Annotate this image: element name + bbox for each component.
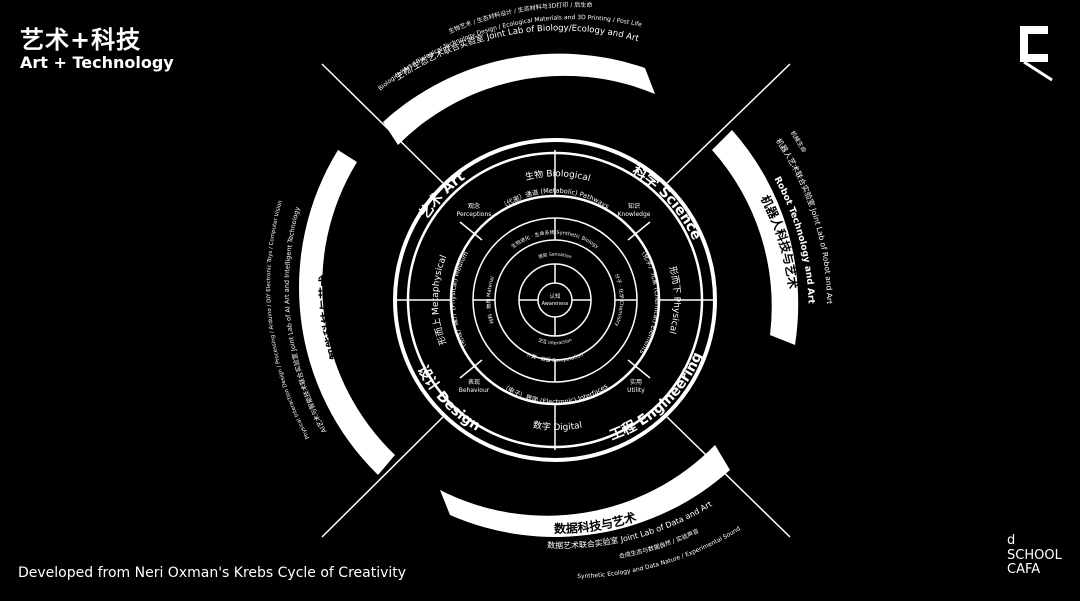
ring2-art-en: Perceptions (457, 211, 492, 218)
ring3-right: （化学）元素 (Chemical) Elements (637, 246, 661, 356)
ring2-eng-en: Utility (627, 387, 645, 394)
page-title-en: Art + Technology (20, 53, 174, 72)
ring5-top: 感知 Sensation (537, 251, 572, 260)
cross-dividers (395, 150, 715, 450)
lab-robot-sub: 机械生命 (789, 129, 808, 154)
lab-biotech: 生物科技与艺术 生物/生态艺术联合实验室 Joint Lab of Biolog… (377, 1, 655, 145)
ring2-digital: 数字 Digital (532, 419, 583, 433)
ring2-science-cn: 知识 (628, 202, 640, 210)
footer-credit: Developed from Neri Oxman's Krebs Cycle … (18, 565, 407, 581)
ring2-design-en: Behaviour (459, 387, 490, 394)
brand-mark: d SCHOOL CAFA (1007, 533, 1062, 578)
ring2-art-cn: 观念 (468, 202, 480, 210)
lab-data: 数据科技与艺术 数据艺术联合实验室 Joint Lab of Data and … (440, 445, 742, 580)
page-title-cn: 艺术+科技 (20, 26, 142, 54)
ring2-biological: 生物 Biological (524, 168, 591, 184)
brand-line-3: CAFA (1007, 562, 1041, 577)
quadrant-engineering: 工程 Engineering (607, 350, 705, 444)
dschool-logo-icon (1020, 26, 1053, 82)
ring2-physical: 形而下 Physical (666, 265, 681, 335)
quadrant-design: 设计 Design (414, 363, 483, 435)
ring4-right: 分子 · 化学 Chemistry (613, 273, 625, 327)
center-cn: 认知 (549, 292, 560, 300)
diagonal-lines (321, 63, 791, 538)
lab-robot: 机器人科技与艺术 Robot Technology and Art 机器人艺术联… (712, 129, 834, 345)
ring3-top: （代谢）通道 (Metabolic) Pathways (500, 187, 611, 211)
ring2-science-en: Knowledge (618, 211, 651, 218)
ring4-left: 材料 · 物质 Material (485, 276, 496, 325)
brand-line-1: d (1007, 533, 1016, 548)
ring3-left: （物理）媒介 (Physical) Medium (449, 250, 470, 352)
ring2-eng-cn: 实用 (630, 378, 642, 386)
ring2-design-cn: 表现 (468, 378, 480, 386)
ring3-bottom: （电子）界面 (Electronic) Interfaces (501, 382, 610, 406)
lab-data-sub2: Synthetic Ecology and Data Nature / Expe… (577, 525, 742, 580)
lab-ai: 智能科技与艺术 Intelligent Technology and Art A… (266, 150, 395, 475)
ring4-bottom: 计算 · 数据 Computation (526, 351, 585, 364)
center-en: Awareness (542, 301, 569, 307)
brand-line-2: SCHOOL (1007, 547, 1062, 563)
ring5-bottom: 交互 Interaction (537, 336, 573, 346)
